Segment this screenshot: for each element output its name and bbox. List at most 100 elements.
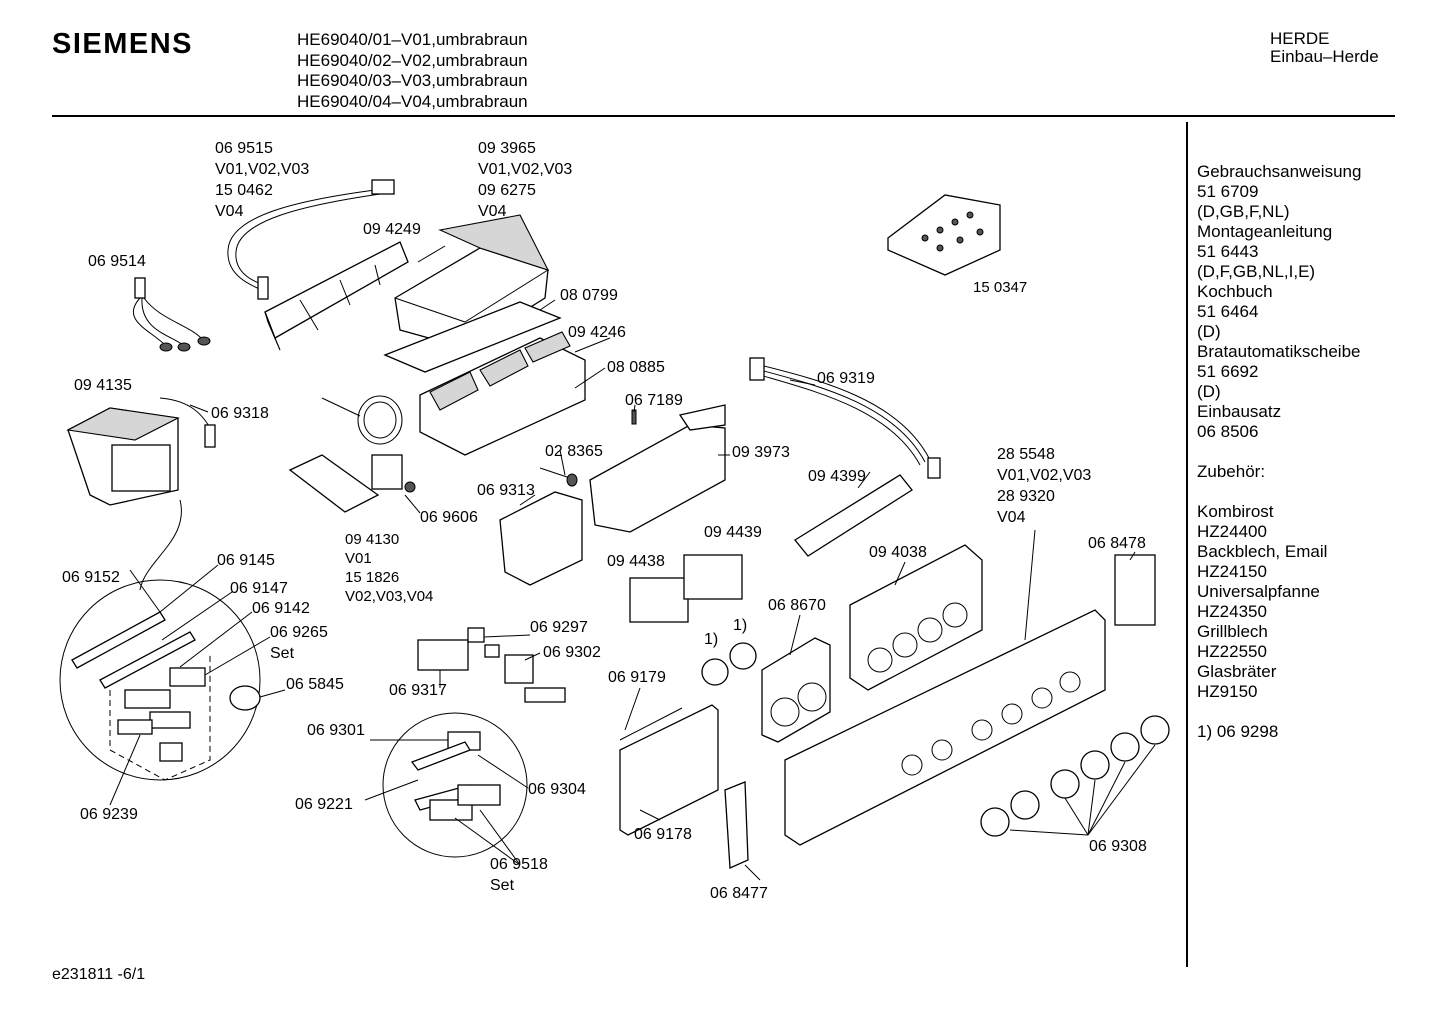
part-label: 06 9178: [634, 826, 692, 843]
tray-drawing: [394, 214, 550, 349]
part-label: 06 9179: [608, 669, 666, 686]
sidebar-line: Kochbuch: [1197, 282, 1273, 301]
part-label: 15 1826: [345, 569, 399, 586]
sidebar-line: HZ24350: [1197, 602, 1267, 621]
sidebar-line: (D,GB,F,NL): [1197, 202, 1290, 221]
part-label: 06 8670: [768, 597, 826, 614]
sensor-harness-drawing: [132, 277, 211, 352]
leader-lines: [109, 245, 1156, 881]
variant-label: V04: [215, 203, 244, 220]
document-id: e231811 -6/1: [52, 966, 146, 983]
sidebar-parts-list: Gebrauchsanweisung 51 6709 (D,GB,F,NL) M…: [1197, 162, 1361, 742]
switch-block-drawing: [419, 331, 586, 456]
part-label: 09 4130: [345, 531, 399, 548]
sidebar-line: HZ24150: [1197, 562, 1267, 581]
cable-harness-drawing: [227, 179, 395, 300]
part-label: 06 9313: [477, 482, 535, 499]
sidebar-divider: [1186, 122, 1188, 967]
sidebar-line: Kombirost: [1197, 502, 1274, 521]
sidebar-line: Universalpfanne: [1197, 582, 1320, 601]
part-label: 06 5845: [286, 676, 344, 693]
mounting-plate-drawing: [383, 301, 562, 373]
bracket-drawing: [589, 404, 726, 533]
brand-logo: SIEMENS: [52, 28, 194, 60]
part-label: 28 5548: [997, 446, 1055, 463]
metal-strip-drawing: [724, 781, 749, 869]
front-panel-drawing: [784, 609, 1106, 846]
part-label: 09 4438: [607, 553, 665, 570]
sidebar-line: Zubehör:: [1197, 462, 1266, 481]
part-label: 15 0462: [215, 182, 273, 199]
thermostat-capillary-drawing: [321, 395, 403, 445]
part-label: 06 9145: [217, 552, 275, 569]
sidebar-line: Einbausatz: [1197, 402, 1282, 421]
part-label: 06 9308: [1089, 838, 1147, 855]
part-label: 06 8477: [710, 885, 768, 902]
small-bracket-drawing: [499, 491, 583, 586]
part-label: 06 9152: [62, 569, 120, 586]
part-label: 06 8478: [1088, 535, 1146, 552]
control-panel-frame-drawing: [849, 544, 983, 691]
control-module-drawing: [66, 407, 180, 506]
part-label: 08 0799: [560, 287, 618, 304]
sidebar-line: HZ9150: [1197, 682, 1258, 701]
sidebar-line: (D): [1197, 322, 1221, 341]
switch-carrier-drawing: [619, 704, 719, 836]
part-label: 06 9518: [490, 856, 548, 873]
sidebar-line: 51 6709: [1197, 182, 1259, 201]
category-heading: HERDE Einbau–Herde: [1270, 30, 1379, 66]
part-label: 06 7189: [625, 392, 683, 409]
sidebar-line: Bratautomatikscheibe: [1197, 342, 1361, 361]
part-label: 06 9221: [295, 796, 353, 813]
footnote-marker: 1): [704, 631, 718, 648]
sidebar-line: (D): [1197, 382, 1221, 401]
part-label: 06 9319: [817, 370, 875, 387]
control-knobs-drawing: [980, 715, 1170, 837]
screw-bag-drawing: [887, 194, 1001, 276]
sidebar-line: (D,F,GB,NL,I,E): [1197, 262, 1316, 281]
part-label: 06 9142: [252, 600, 310, 617]
part-label: 06 9301: [307, 722, 365, 739]
category-line: Einbau–Herde: [1270, 47, 1379, 66]
footnote-marker: 1): [733, 617, 747, 634]
sidebar-line: Backblech, Email: [1197, 542, 1328, 561]
part-label: 09 4135: [74, 377, 132, 394]
variant-label: V04: [478, 203, 507, 220]
part-label: 09 4399: [808, 468, 866, 485]
part-label: 06 9265: [270, 624, 328, 641]
part-label: 06 9304: [528, 781, 586, 798]
part-label: 06 9606: [420, 509, 478, 526]
variant-label: V01: [345, 550, 372, 567]
sidebar-line: 51 6464: [1197, 302, 1259, 321]
part-label: 09 4439: [704, 524, 762, 541]
switch-bar-drawing: [264, 241, 409, 351]
connector-drawing: [204, 424, 216, 448]
sidebar-line: Gebrauchsanweisung: [1197, 162, 1362, 181]
set-label: Set: [270, 645, 295, 662]
category-line: HERDE: [1270, 29, 1330, 48]
part-label: 06 9318: [211, 405, 269, 422]
pin-drawing: [631, 409, 637, 425]
part-label: 09 6275: [478, 182, 536, 199]
contact-parts-drawing: [417, 627, 566, 703]
knob-frame-drawing: [701, 637, 831, 743]
detail-circle-left-drawing: [59, 499, 261, 781]
model-line: HE69040/03–V03,umbrabraun: [297, 71, 528, 90]
part-label: 09 3965: [478, 140, 536, 157]
sidebar-line: 51 6692: [1197, 362, 1259, 381]
header-divider: [52, 115, 1395, 117]
variant-label: V01,V02,V03: [997, 467, 1091, 484]
part-label: 09 4249: [363, 221, 421, 238]
part-label: 06 9514: [88, 253, 146, 270]
variant-label: V01,V02,V03: [215, 161, 309, 178]
part-label: 08 0885: [607, 359, 665, 376]
sidebar-line: Glasbräter: [1197, 662, 1277, 681]
part-label: 06 9302: [543, 644, 601, 661]
part-label: 06 9147: [230, 580, 288, 597]
circuit-board-drawing: [794, 474, 913, 557]
lamp-drawing: [539, 467, 578, 487]
ribbon-cable-drawing: [749, 357, 941, 479]
sidebar-line: 51 6443: [1197, 242, 1259, 261]
part-label: 06 9317: [389, 682, 447, 699]
part-label: 15 0347: [973, 279, 1027, 296]
